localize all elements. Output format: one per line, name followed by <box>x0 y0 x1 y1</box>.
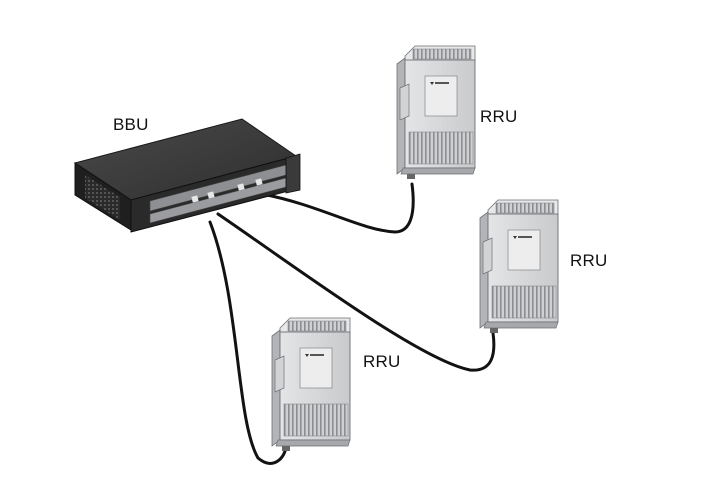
bbu-label: BBU <box>113 115 149 134</box>
rru-3-icon <box>271 317 351 452</box>
cable-bbu-to-rru-2 <box>216 212 496 372</box>
cable-group <box>208 182 496 465</box>
rru-1-icon <box>396 45 476 180</box>
cable-bbu-to-rru-1 <box>260 182 415 234</box>
rru-label-1: RRU <box>480 107 518 126</box>
rru-label-3: RRU <box>363 352 401 371</box>
rru-label-2: RRU <box>570 251 608 270</box>
cable-bbu-to-rru-3 <box>208 220 288 465</box>
bbu-unit-icon <box>73 118 301 233</box>
rru-2-icon <box>479 199 559 334</box>
